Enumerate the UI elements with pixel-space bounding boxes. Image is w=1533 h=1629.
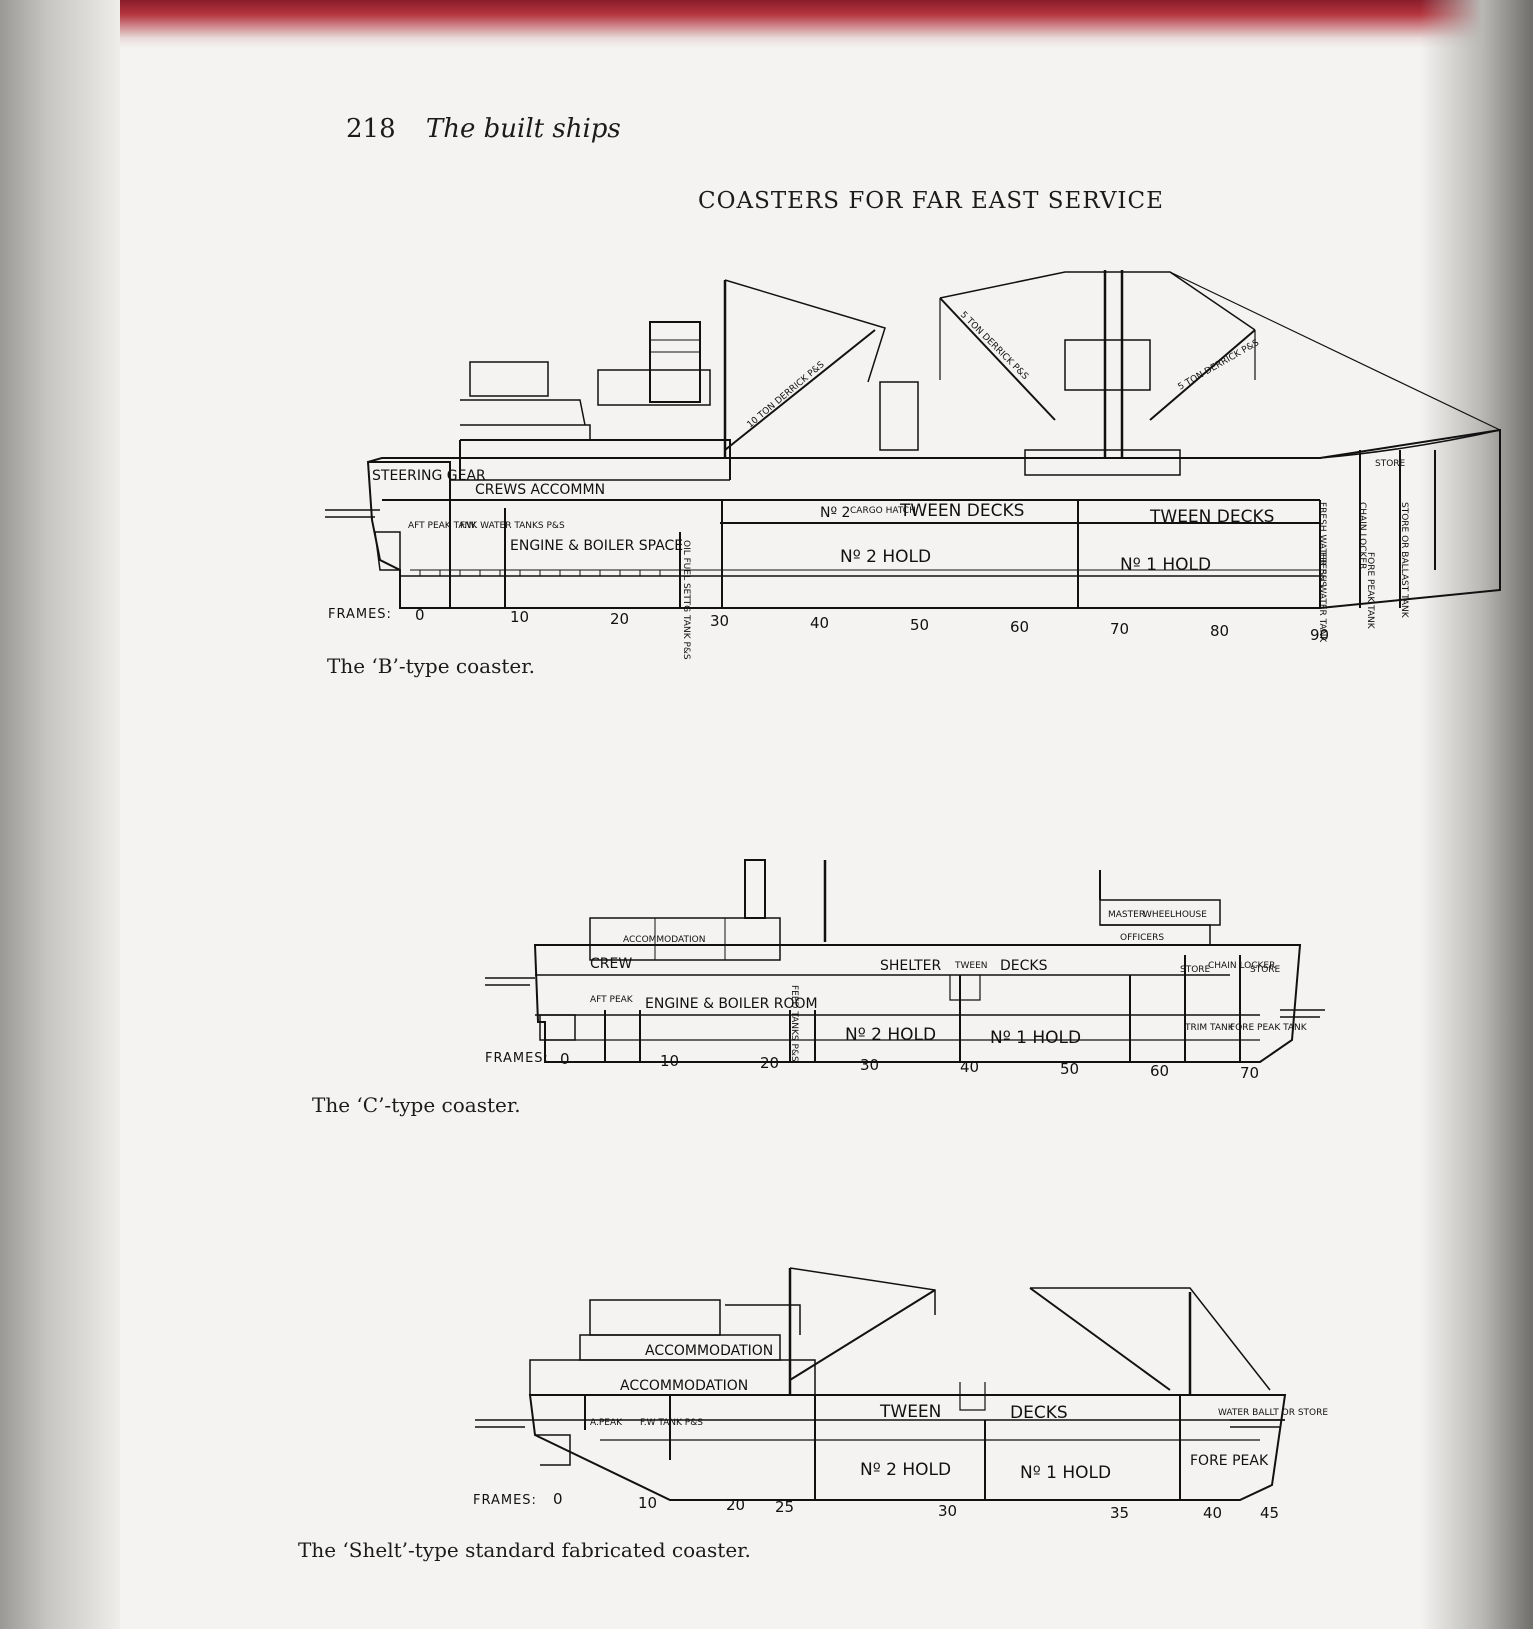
- b-frame-20: 20: [610, 610, 629, 628]
- shelt-tween-label: TWEEN: [879, 1402, 941, 1422]
- c-aft-peak-label: AFT PEAK: [590, 995, 634, 1005]
- b-frames-label: FRAMES:: [328, 607, 392, 622]
- b-frame-30: 30: [710, 612, 729, 630]
- b-frame-10: 10: [510, 608, 529, 626]
- shelt-water-ballast-label: WATER BALLT OR STORE: [1218, 1408, 1328, 1418]
- b-tween-decks-aft-label: TWEEN DECKS: [899, 501, 1024, 521]
- b-steering-gear-label: STEERING GEAR: [372, 468, 486, 484]
- c-frame-50: 50: [1060, 1060, 1079, 1078]
- shelt-no1-hold-label: Nº 1 HOLD: [1020, 1463, 1111, 1483]
- b-store-label: STORE: [1375, 459, 1406, 469]
- b-no2-label: Nº 2: [820, 505, 850, 521]
- c-frame-30: 30: [860, 1056, 879, 1074]
- c-no1-hold-label: Nº 1 HOLD: [990, 1028, 1081, 1048]
- c-officers-label: OFFICERS: [1120, 933, 1164, 943]
- b-type-caption: The ‘B’-type coaster.: [327, 654, 535, 678]
- c-store-a-label: STORE: [1180, 965, 1211, 975]
- b-store-ballast-label: STORE OR BALLAST TANK: [1399, 502, 1409, 619]
- b-chain-locker-label: CHAIN LOCKER: [1357, 502, 1367, 569]
- page-header: 218 The built ships: [346, 114, 621, 144]
- b-no2-hold-label: Nº 2 HOLD: [840, 547, 931, 567]
- shelt-fw-tank-label: F.W TANK P&S: [640, 1418, 703, 1428]
- shelt-no2-hold-label: Nº 2 HOLD: [860, 1460, 951, 1480]
- c-chain-locker-label: CHAIN LOCKER: [1208, 961, 1275, 971]
- shelt-frame-40: 40: [1203, 1504, 1222, 1522]
- c-trim-tank-label: TRIM TANK: [1184, 1023, 1235, 1033]
- shelt-type-caption: The ‘Shelt’-type standard fabricated coa…: [298, 1538, 751, 1562]
- b-oil-fuel-label: OIL FUEL SETTG TANK P&S: [681, 540, 691, 660]
- b-cargo-hatch-label: CARGO HATCH: [850, 506, 916, 516]
- c-feed-tanks-label: FEED TANKS P&S: [789, 985, 799, 1062]
- b-frame-0: 0: [415, 606, 425, 624]
- c-frame-70: 70: [1240, 1064, 1259, 1082]
- b-no1-hold-label: Nº 1 HOLD: [1120, 555, 1211, 575]
- b-engine-boiler-label: ENGINE & BOILER SPACE: [510, 538, 683, 554]
- b-type-coaster-diagram: 10 TON DERRICK P&S 5 TON DERRICK P&S 5 T…: [325, 270, 1501, 660]
- running-title: The built ships: [425, 114, 621, 144]
- c-type-caption: The ‘C’-type coaster.: [312, 1093, 521, 1117]
- c-decks-label: DECKS: [1000, 958, 1048, 974]
- c-frame-ticks: 0 10 20 30 40 50 60 70: [560, 1050, 1259, 1082]
- plate-title: COASTERS FOR FAR EAST SERVICE: [698, 188, 1164, 214]
- b-derrick-aft-label: 10 TON DERRICK P&S: [746, 360, 827, 430]
- c-engine-boiler-label: ENGINE & BOILER ROOM: [645, 996, 818, 1012]
- b-fw-tanks-label: F.W. WATER TANKS P&S: [460, 521, 565, 531]
- b-frame-ticks: 0 10 20 30 40 50 60 70 80 90: [415, 606, 1329, 644]
- shelt-frame-ticks: 0 10 20 25 30 35 40 45: [553, 1490, 1279, 1522]
- shelt-a-peak-label: A.PEAK: [590, 1418, 623, 1428]
- b-frame-60: 60: [1010, 618, 1029, 636]
- c-store-b-label: STORE: [1250, 965, 1281, 975]
- c-frame-20: 20: [760, 1054, 779, 1072]
- c-master-label: MASTER: [1108, 910, 1145, 920]
- shelt-frame-45: 45: [1260, 1504, 1279, 1522]
- b-frame-70: 70: [1110, 620, 1129, 638]
- shelt-frame-35: 35: [1110, 1504, 1129, 1522]
- c-accommodation-label: ACCOMMODATION: [623, 935, 705, 945]
- c-frame-60: 60: [1150, 1062, 1169, 1080]
- shelt-frame-30: 30: [938, 1502, 957, 1520]
- page-edge-shadow: [1420, 0, 1533, 1629]
- b-fresh-water-tank-label: FRESH WATER TANK: [1317, 552, 1327, 643]
- shelt-accommodation-upper-label: ACCOMMODATION: [645, 1343, 773, 1359]
- shelt-fore-peak-label: FORE PEAK: [1190, 1453, 1269, 1469]
- book-spine-edge: [0, 0, 1533, 48]
- b-crews-accomm-label: CREWS ACCOMMN: [475, 482, 605, 498]
- b-frame-50: 50: [910, 616, 929, 634]
- shelt-frames-label: FRAMES:: [473, 1493, 537, 1508]
- shelt-type-coaster-diagram: ACCOMMODATION ACCOMMODATION TWEEN DECKS …: [473, 1267, 1328, 1522]
- b-derrick-fwd-b-label: 5 TON DERRICK P&S: [1177, 338, 1262, 393]
- b-tween-decks-fwd-label: TWEEN DECKS: [1149, 507, 1274, 527]
- b-fresh-water-label: FRESH WATER P&S: [1317, 502, 1327, 587]
- c-wheelhouse-label: WHEELHOUSE: [1143, 910, 1207, 920]
- b-derrick-fwd-a-label: 5 TON DERRICK P&S: [958, 310, 1030, 382]
- c-frame-10: 10: [660, 1052, 679, 1070]
- c-frame-40: 40: [960, 1058, 979, 1076]
- page-number: 218: [346, 114, 396, 144]
- shelt-decks-label: DECKS: [1010, 1403, 1068, 1423]
- shelt-accommodation-lower-label: ACCOMMODATION: [620, 1378, 748, 1394]
- c-crew-label: CREW: [590, 956, 632, 972]
- b-frame-90: 90: [1310, 626, 1329, 644]
- c-no2-hold-label: Nº 2 HOLD: [845, 1025, 936, 1045]
- b-fore-peak-tank-label: FORE PEAK TANK: [1365, 552, 1375, 630]
- binding-shadow: [0, 0, 120, 1629]
- c-type-coaster-diagram: MASTER WHEELHOUSE OFFICERS ACCOMMODATION…: [485, 859, 1325, 1082]
- c-shelter-label: SHELTER: [880, 958, 942, 974]
- b-frame-80: 80: [1210, 622, 1229, 640]
- c-frame-0: 0: [560, 1050, 570, 1068]
- b-aft-peak-tank-label: AFT PEAK TANK: [408, 521, 478, 531]
- shelt-frame-0: 0: [553, 1490, 563, 1508]
- c-frames-label: FRAMES:: [485, 1051, 549, 1066]
- shelt-frame-25: 25: [775, 1498, 794, 1516]
- c-fore-peak-label: FORE PEAK TANK: [1230, 1023, 1308, 1033]
- b-frame-40: 40: [810, 614, 829, 632]
- shelt-frame-20: 20: [726, 1496, 745, 1514]
- shelt-frame-10: 10: [638, 1494, 657, 1512]
- c-tween-label: TWEEN: [954, 961, 988, 971]
